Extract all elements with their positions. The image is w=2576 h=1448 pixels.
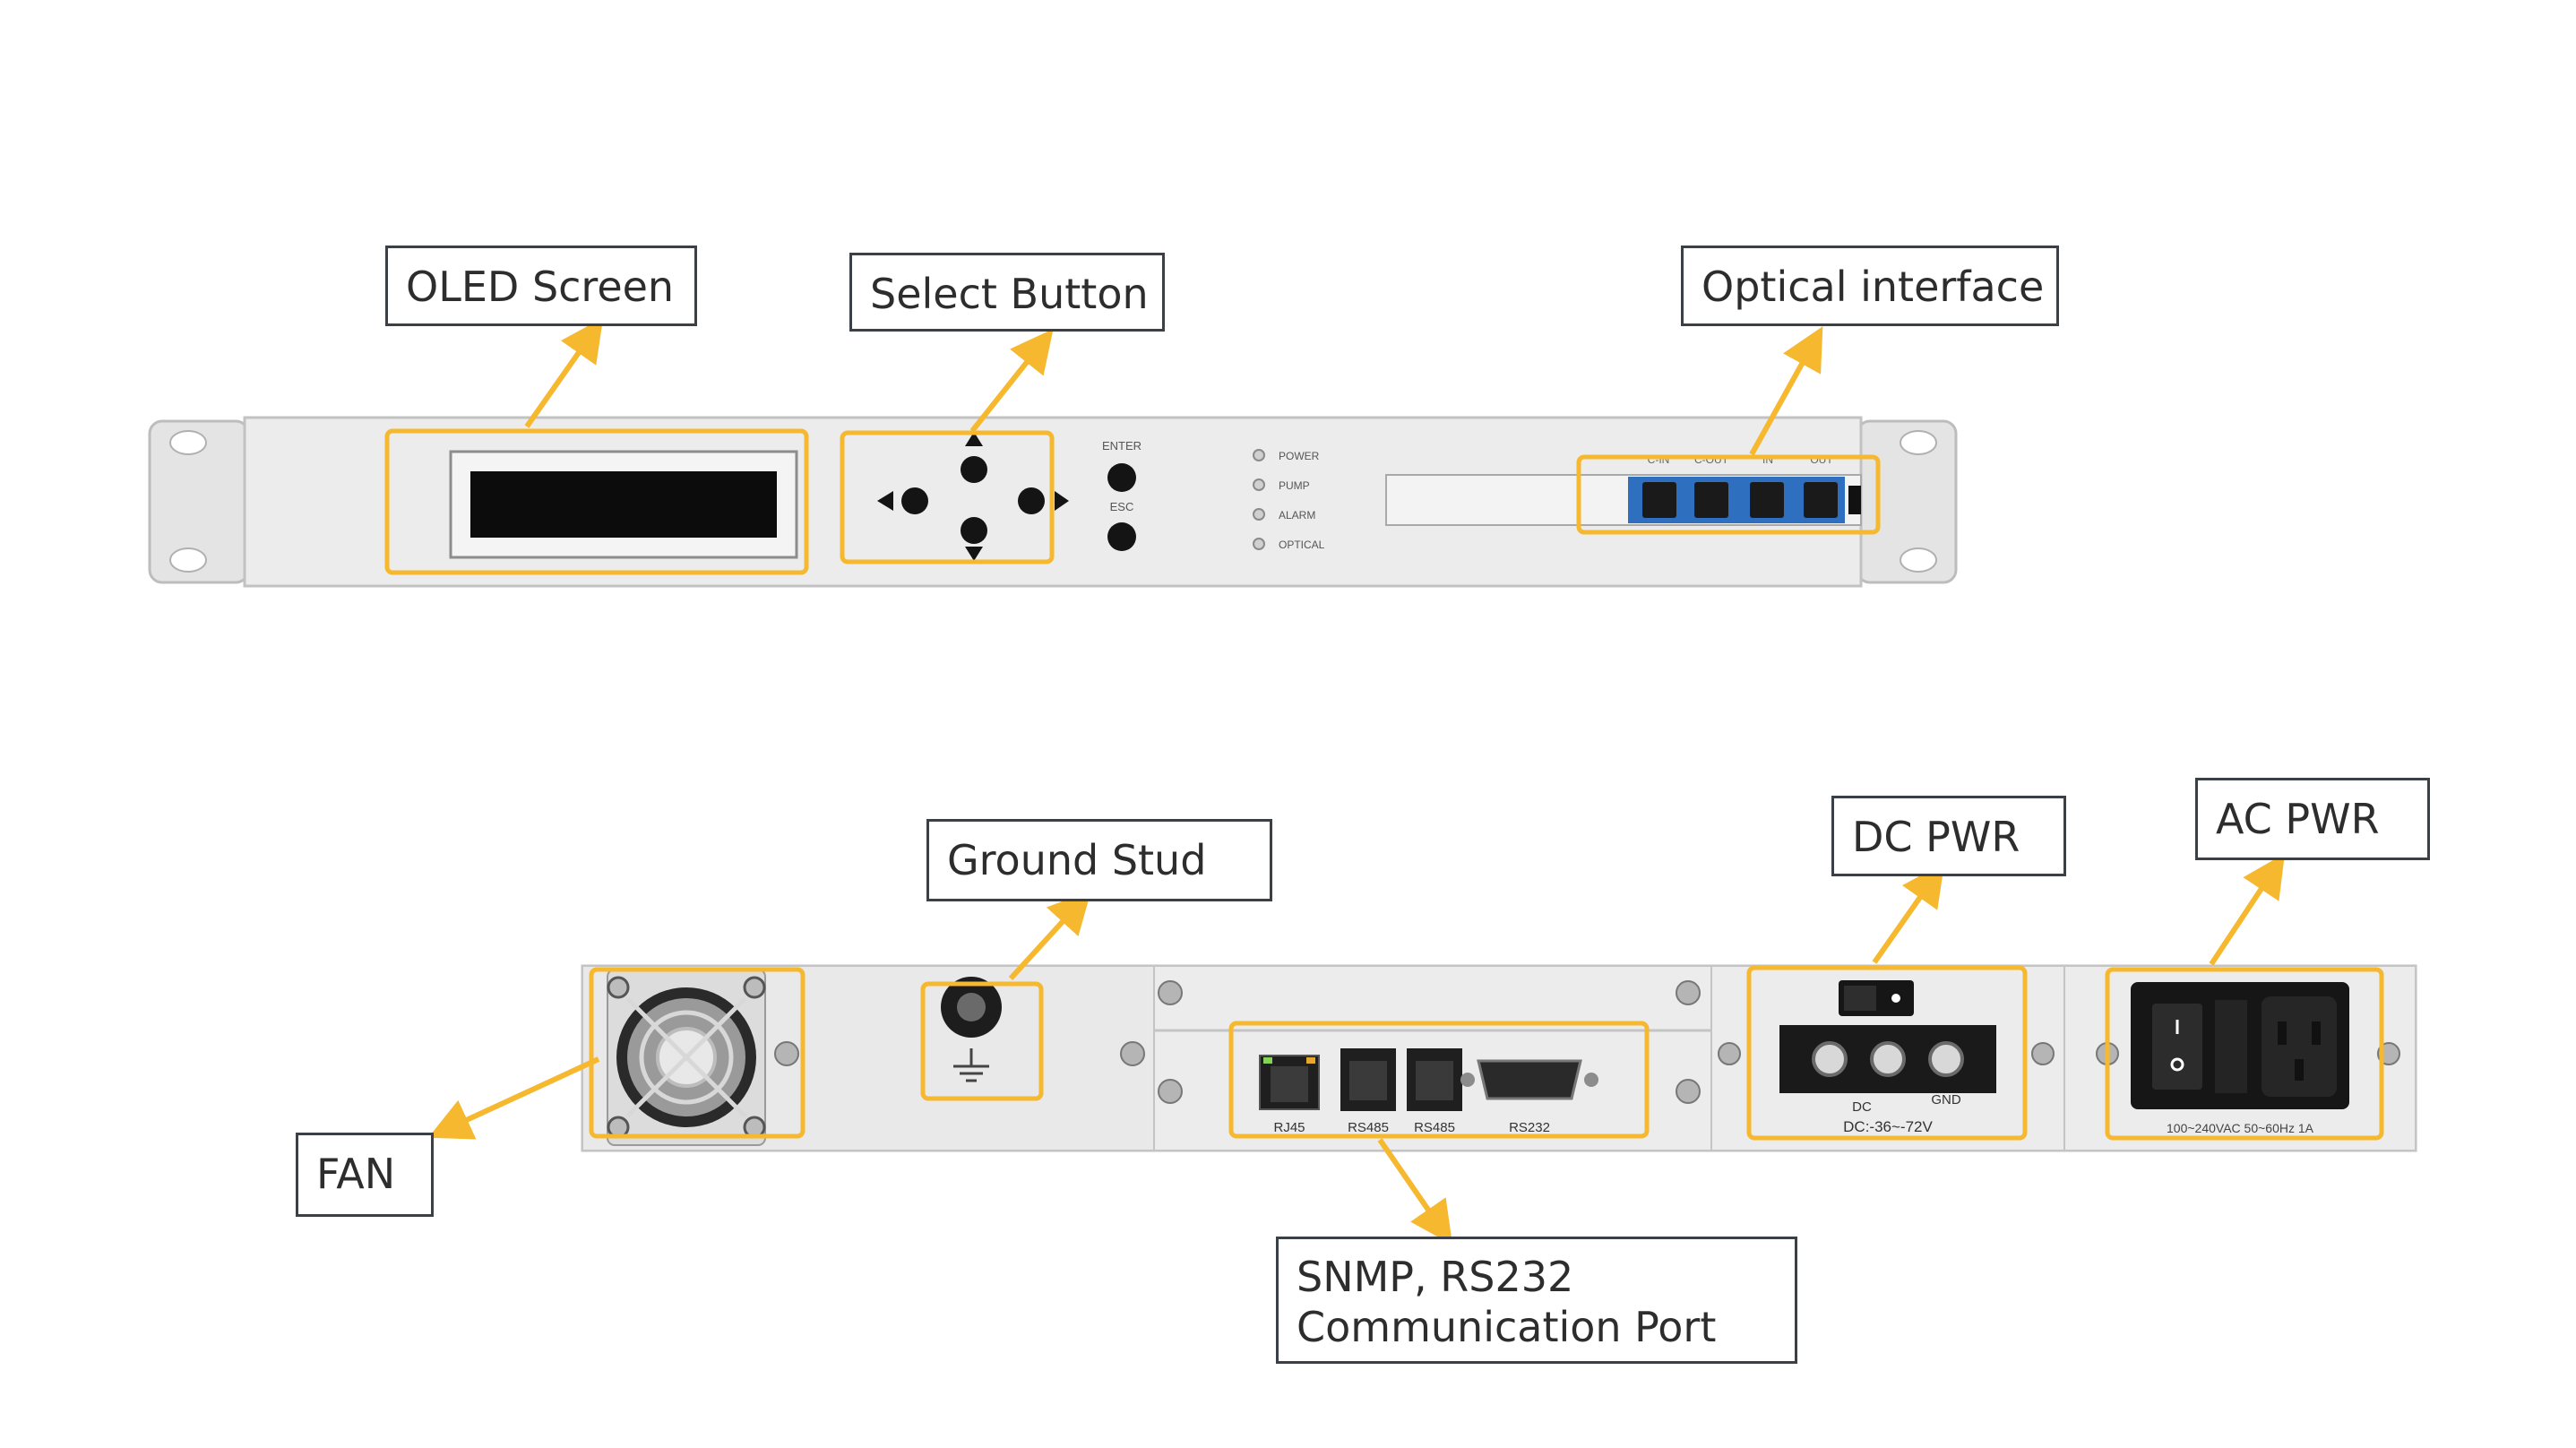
port-label: RS485 xyxy=(1348,1120,1389,1135)
ac-iec-socket[interactable] xyxy=(2262,996,2337,1097)
ac-switch[interactable] xyxy=(2152,1004,2202,1090)
optical-port-label: C-IN xyxy=(1648,453,1670,466)
mount-hole xyxy=(1900,430,1937,455)
fan-screw xyxy=(607,976,630,999)
mount-hole xyxy=(169,430,207,455)
chassis-screw xyxy=(1158,1079,1183,1104)
mount-hole xyxy=(169,547,207,573)
ac-pwr-callout: AC PWR xyxy=(2195,778,2430,860)
ac-rating-label: 100~240VAC 50~60Hz 1A xyxy=(2167,1121,2314,1135)
ac-fuse-holder xyxy=(2215,1000,2247,1093)
optical-interface-callout: Optical interface xyxy=(1681,246,2059,326)
port-label: RJ45 xyxy=(1273,1120,1305,1135)
rs232-screw xyxy=(1460,1073,1475,1087)
rs485-socket xyxy=(1349,1061,1387,1100)
chassis-screw xyxy=(774,1041,799,1066)
enter-label: ENTER xyxy=(1102,439,1142,452)
fan-screw xyxy=(607,1116,630,1139)
dc-range-label: DC:-36~-72V xyxy=(1843,1118,1933,1135)
chassis-screw xyxy=(1676,980,1701,1005)
ac-socket-pin xyxy=(2295,1059,2304,1081)
rs232-screw xyxy=(1584,1073,1598,1087)
enter-key[interactable] xyxy=(1107,463,1136,492)
ac-pwr-label: AC PWR xyxy=(2216,795,2380,843)
mount-hole xyxy=(1900,547,1937,573)
oled-screen-callout: OLED Screen xyxy=(385,246,697,326)
gnd-label: GND xyxy=(1931,1092,1961,1108)
ground-stud-label: Ground Stud xyxy=(947,836,1207,884)
sc-port[interactable] xyxy=(1750,482,1784,518)
ground-stud-callout: Ground Stud xyxy=(926,819,1272,901)
front-panel: ENTER ESC POWER PUMP ALARM OPTICAL C-IN … xyxy=(148,416,1958,588)
sc-port[interactable] xyxy=(1804,482,1838,518)
esc-key[interactable] xyxy=(1107,522,1136,551)
arrow-right-icon xyxy=(1055,491,1069,511)
port-label: RS485 xyxy=(1414,1120,1455,1135)
port-label: RS232 xyxy=(1509,1120,1550,1135)
select-button-label: Select Button xyxy=(870,270,1149,318)
led-label: ALARM xyxy=(1279,509,1315,521)
chassis-screw xyxy=(1158,980,1183,1005)
rs232-port[interactable] xyxy=(1477,1059,1582,1100)
up-key[interactable] xyxy=(961,456,987,483)
comm-port-callout: SNMP, RS232 Communication Port xyxy=(1276,1237,1797,1364)
rj45-socket xyxy=(1271,1066,1308,1102)
arrow-fan xyxy=(427,1056,600,1140)
dc-label: DC xyxy=(1852,1099,1872,1115)
dc-pwr-label: DC PWR xyxy=(1852,813,2020,861)
ac-socket-pin xyxy=(2278,1021,2287,1045)
rear-panel: RJ45 RS485 RS485 RS232 DC GND DC:-36~-72… xyxy=(581,964,2417,1152)
led-power xyxy=(1253,449,1265,461)
dc-switch-rocker xyxy=(1844,986,1876,1011)
sc-port-cap xyxy=(1848,486,1861,514)
led-label: PUMP xyxy=(1279,479,1310,492)
optical-port-label: IN xyxy=(1762,453,1773,466)
fan-screw xyxy=(743,976,766,999)
dc-terminal-screw xyxy=(1928,1041,1964,1077)
chassis-screw xyxy=(1676,1079,1701,1104)
sc-port[interactable] xyxy=(1642,482,1676,518)
rs485-socket xyxy=(1416,1061,1453,1100)
oled-display xyxy=(470,471,777,538)
arrow-ac-pwr xyxy=(2209,853,2285,966)
chassis-screw xyxy=(1120,1041,1145,1066)
chassis-screw xyxy=(2096,1042,2119,1065)
comm-port-label-line1: SNMP, RS232 xyxy=(1297,1253,1574,1301)
dc-terminal-screw xyxy=(1870,1041,1906,1077)
fan-callout: FAN xyxy=(296,1133,434,1217)
dc-pwr-callout: DC PWR xyxy=(1831,796,2066,876)
led-pump xyxy=(1253,478,1265,491)
sc-port[interactable] xyxy=(1694,482,1728,518)
rj45-led-icon xyxy=(1263,1057,1272,1064)
optical-port-label: OUT xyxy=(1810,453,1833,466)
dc-switch-led-icon xyxy=(1891,994,1900,1003)
down-key[interactable] xyxy=(961,517,987,544)
comm-port-label-line2: Communication Port xyxy=(1297,1303,1717,1351)
fan-screw xyxy=(743,1116,766,1139)
esc-label: ESC xyxy=(1110,500,1134,513)
optical-interface-label: Optical interface xyxy=(1702,263,2045,311)
chassis-screw xyxy=(2377,1042,2400,1065)
oled-screen-label: OLED Screen xyxy=(406,263,675,311)
led-alarm xyxy=(1253,508,1265,521)
chassis-screw xyxy=(1718,1042,1741,1065)
right-key[interactable] xyxy=(1018,487,1045,514)
led-optical xyxy=(1253,538,1265,550)
led-label: POWER xyxy=(1279,450,1320,462)
fan-label: FAN xyxy=(316,1150,396,1198)
arrow-oled xyxy=(524,317,604,428)
led-label: OPTICAL xyxy=(1279,539,1325,551)
rj45-led-icon xyxy=(1306,1057,1315,1064)
left-key[interactable] xyxy=(901,487,928,514)
dc-terminal-screw xyxy=(1812,1041,1848,1077)
optical-port-label: C-OUT xyxy=(1694,453,1729,466)
arrow-dc-pwr xyxy=(1872,862,1945,964)
chassis-screw xyxy=(2031,1042,2055,1065)
ground-stud-nut xyxy=(957,993,986,1021)
ac-socket-pin xyxy=(2312,1021,2321,1045)
select-button-callout: Select Button xyxy=(849,253,1165,332)
